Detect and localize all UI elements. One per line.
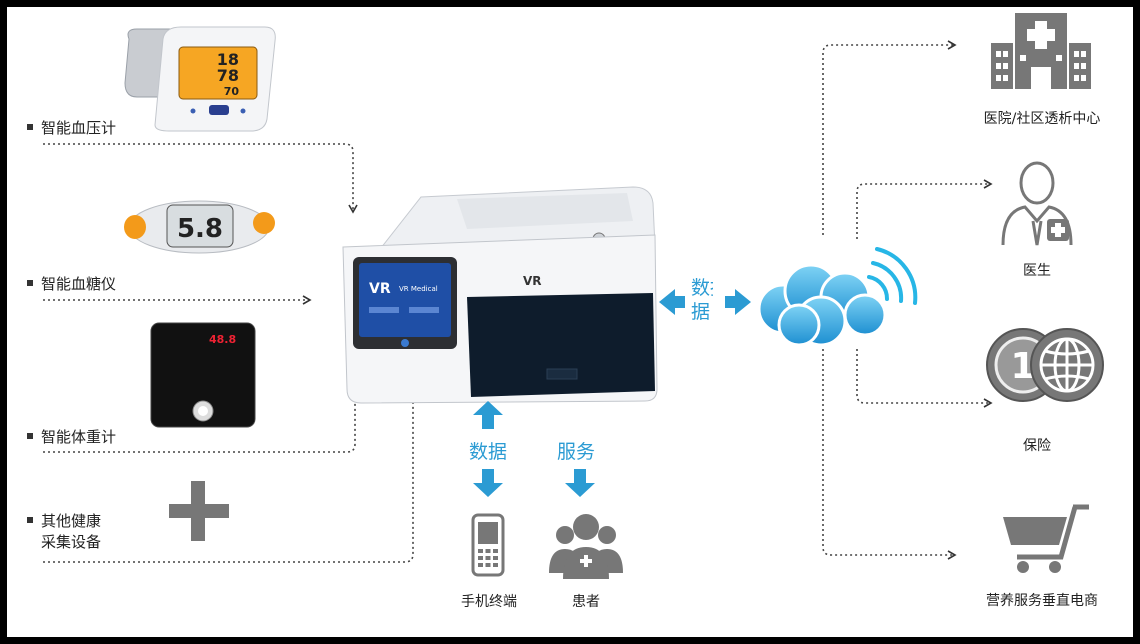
glucose-reading: 5.8 xyxy=(177,214,223,244)
device-screen-title: VR Medical xyxy=(399,285,438,293)
connector-lines xyxy=(43,40,993,563)
insurance-label: 保险 xyxy=(1023,438,1051,454)
bp-reading-1: 18 xyxy=(217,50,239,69)
bottom-data-label: 数据 xyxy=(469,441,508,463)
patient-label: 患者 xyxy=(572,594,600,610)
line-scale xyxy=(43,375,360,453)
doctor-icon xyxy=(1001,161,1073,246)
weight-scale-image: 48.8 xyxy=(150,322,256,428)
bp-label: 智能血压计 xyxy=(27,118,116,138)
insurance-coins-icon: 1 xyxy=(986,328,1104,402)
glucose-label: 智能血糖仪 xyxy=(27,274,116,294)
service-down-arrow xyxy=(565,469,595,497)
data-up-arrow xyxy=(473,401,503,429)
phone-label: 手机终端 xyxy=(461,594,517,610)
bp-reading-3: 70 xyxy=(224,85,240,98)
diagram-canvas: 18 78 70 5.8 48.8 智能血压计 智能血糖仪 智能体重计 其他健康… xyxy=(7,7,1133,637)
other-devices-label: 其他健康 xyxy=(27,511,101,531)
patients-icon xyxy=(549,514,623,579)
data-down-arrow xyxy=(473,469,503,497)
mobile-phone-icon xyxy=(471,513,505,577)
scale-reading: 48.8 xyxy=(209,333,236,346)
svg-text:VR: VR xyxy=(523,274,542,288)
shopping-cart-icon xyxy=(1003,504,1089,573)
side-data-label-top: 数据 xyxy=(691,277,713,299)
line-insurance xyxy=(856,349,993,408)
side-data-label-bottom: 据 xyxy=(691,301,711,323)
line-hospital xyxy=(822,40,957,235)
side-bidirectional-arrow xyxy=(659,289,751,315)
bottom-service-label: 服务 xyxy=(557,441,596,463)
blood-pressure-monitor-image: 18 78 70 xyxy=(124,26,276,132)
other-devices-label-line2: 采集设备 xyxy=(41,533,102,551)
plus-icon xyxy=(169,481,229,541)
line-doctor xyxy=(856,179,993,239)
medical-device-image: VR Medical VR VR xyxy=(342,186,658,404)
line-ecommerce xyxy=(822,349,957,560)
doctor-label: 医生 xyxy=(1023,263,1051,279)
ecommerce-label: 营养服务垂直电商 xyxy=(986,593,1098,609)
hospital-icon xyxy=(991,13,1091,89)
cloud-icon xyxy=(757,247,918,347)
wifi-signal-icon xyxy=(867,247,918,305)
bp-reading-2: 78 xyxy=(217,66,239,85)
scale-label: 智能体重计 xyxy=(27,427,116,447)
hospital-label: 医院/社区透析中心 xyxy=(983,111,1101,127)
svg-text:VR: VR xyxy=(369,281,391,297)
glucose-meter-image: 5.8 xyxy=(124,200,275,254)
